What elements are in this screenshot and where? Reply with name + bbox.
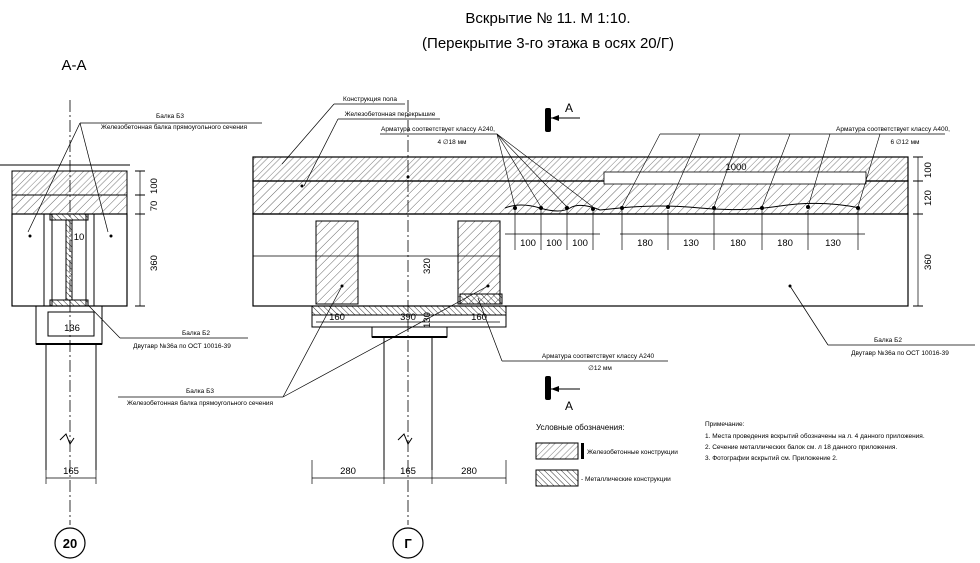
section-mark-top: А (565, 101, 573, 115)
dim-bot-160a: 160 (329, 312, 345, 323)
dim-spacing-2: 100 (546, 238, 562, 249)
callout-rebar-bottom: Арматура соответствует классу А240 (542, 353, 655, 360)
left-section: 100 70 360 10 136 165 20 Балка Б3 Железо… (0, 100, 262, 559)
section-label: А-А (61, 57, 86, 74)
callout-rebar-right: Арматура соответствует классу А400, (836, 126, 950, 133)
callout-floor: Конструкция пола (343, 96, 397, 103)
section-mark-bottom: А (565, 399, 573, 413)
dim-left-100: 100 (149, 178, 160, 194)
dim-mid-320: 320 (422, 258, 433, 274)
left-b3-title: Балка Б3 (156, 113, 184, 120)
callout-rebar-left: Арматура соответствует классу А240, (381, 126, 495, 133)
main-section: Г А А 100 100 100 180 130 180 180 130 10… (118, 96, 975, 559)
callout-rebar-left-size: 4 ∅18 мм (437, 139, 467, 146)
note-1: 1. Места проведения вскрытий обозначены … (705, 432, 925, 440)
dim-right-360: 360 (923, 254, 934, 270)
legend: Условные обозначения: Железобетонные кон… (535, 423, 678, 487)
legend-rc: Железобетонные конструкции (587, 448, 678, 456)
dim-left-136: 136 (64, 323, 80, 334)
callout-b2-desc: Двутавр №36а по ОСТ 10016-39 (851, 350, 949, 357)
legend-title: Условные обозначения: (536, 423, 625, 432)
dim-mid-130: 130 (422, 312, 433, 328)
callout-rebar-right-size: 6 ∅12 мм (890, 139, 920, 146)
dim-bot-390: 390 (400, 312, 416, 323)
note-2: 2. Сечение металлических балок см. л 18 … (705, 443, 897, 451)
dim-spacing-r1: 180 (637, 238, 653, 249)
axis-label-20: 20 (63, 536, 77, 551)
callout-rebar-bottom-size: ∅12 мм (588, 365, 612, 372)
left-b2-desc: Двутавр №36а по ОСТ 10016-39 (133, 343, 231, 350)
axis-label-g: Г (404, 536, 412, 551)
dim-spacing-r2: 130 (683, 238, 699, 249)
dim-right-100: 100 (923, 162, 934, 178)
dim-foot-165: 165 (400, 466, 416, 477)
dim-bot-160b: 160 (471, 312, 487, 323)
drawing-subtitle: (Перекрытие 3-го этажа в осях 20/Г) (422, 35, 674, 52)
legend-metal: - Металлические конструкции (581, 476, 671, 483)
note-3: 3. Фотографии вскрытий см. Приложение 2. (705, 454, 838, 462)
dim-right-120: 120 (923, 190, 934, 206)
callout-slab: Железобетонная перекрышие (345, 110, 436, 118)
dim-1000: 1000 (725, 162, 746, 173)
dim-spacing-r3: 180 (730, 238, 746, 249)
dim-left-10: 10 (74, 232, 85, 243)
notes-title: Примечание: (705, 421, 745, 428)
dim-left-70: 70 (149, 201, 160, 212)
callout-b3-title: Балка Б3 (186, 388, 214, 395)
left-b2-title: Балка Б2 (182, 330, 210, 337)
drawing-title: Вскрытие № 11. М 1:10. (465, 10, 630, 27)
dim-foot-280b: 280 (461, 466, 477, 477)
dim-left-165: 165 (63, 466, 79, 477)
notes: Примечание: 1. Места проведения вскрытий… (705, 421, 925, 462)
left-b3-desc: Железобетонная балка прямоугольного сече… (101, 123, 248, 131)
dim-spacing-r4: 180 (777, 238, 793, 249)
callout-b2-title: Балка Б2 (874, 337, 902, 344)
callout-b3-desc: Железобетонная балка прямоугольного сече… (127, 399, 274, 407)
dim-foot-280a: 280 (340, 466, 356, 477)
dim-spacing-r5: 130 (825, 238, 841, 249)
dim-spacing-3: 100 (572, 238, 588, 249)
dim-spacing-1: 100 (520, 238, 536, 249)
dim-left-360: 360 (149, 255, 160, 271)
